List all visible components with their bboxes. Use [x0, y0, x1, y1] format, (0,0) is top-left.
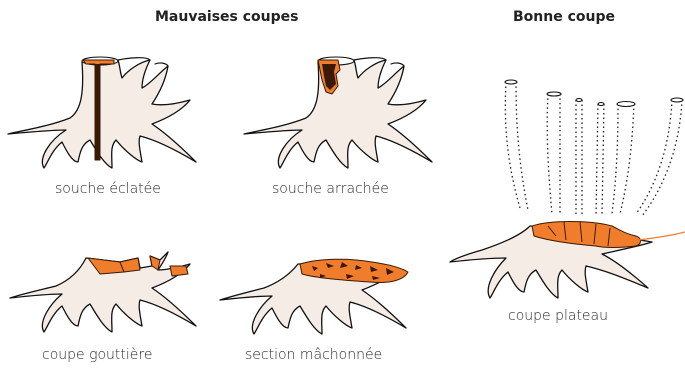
stump-split [8, 57, 196, 168]
caption-torn-stump: souche arrachée [272, 181, 389, 197]
caption-gutter-cut: coupe gouttière [42, 347, 152, 363]
stump-chewed [220, 259, 408, 334]
caption-split-stump: souche éclatée [55, 181, 161, 197]
stump-torn [244, 57, 432, 168]
stump-gutter [10, 252, 196, 332]
header-bad-cuts: Mauvaises coupes [155, 9, 299, 25]
stump-flat [450, 80, 685, 298]
caption-flat-cut: coupe plateau [508, 308, 608, 324]
caption-chewed-section: section mâchonnée [245, 347, 382, 363]
header-good-cut: Bonne coupe [513, 9, 615, 25]
